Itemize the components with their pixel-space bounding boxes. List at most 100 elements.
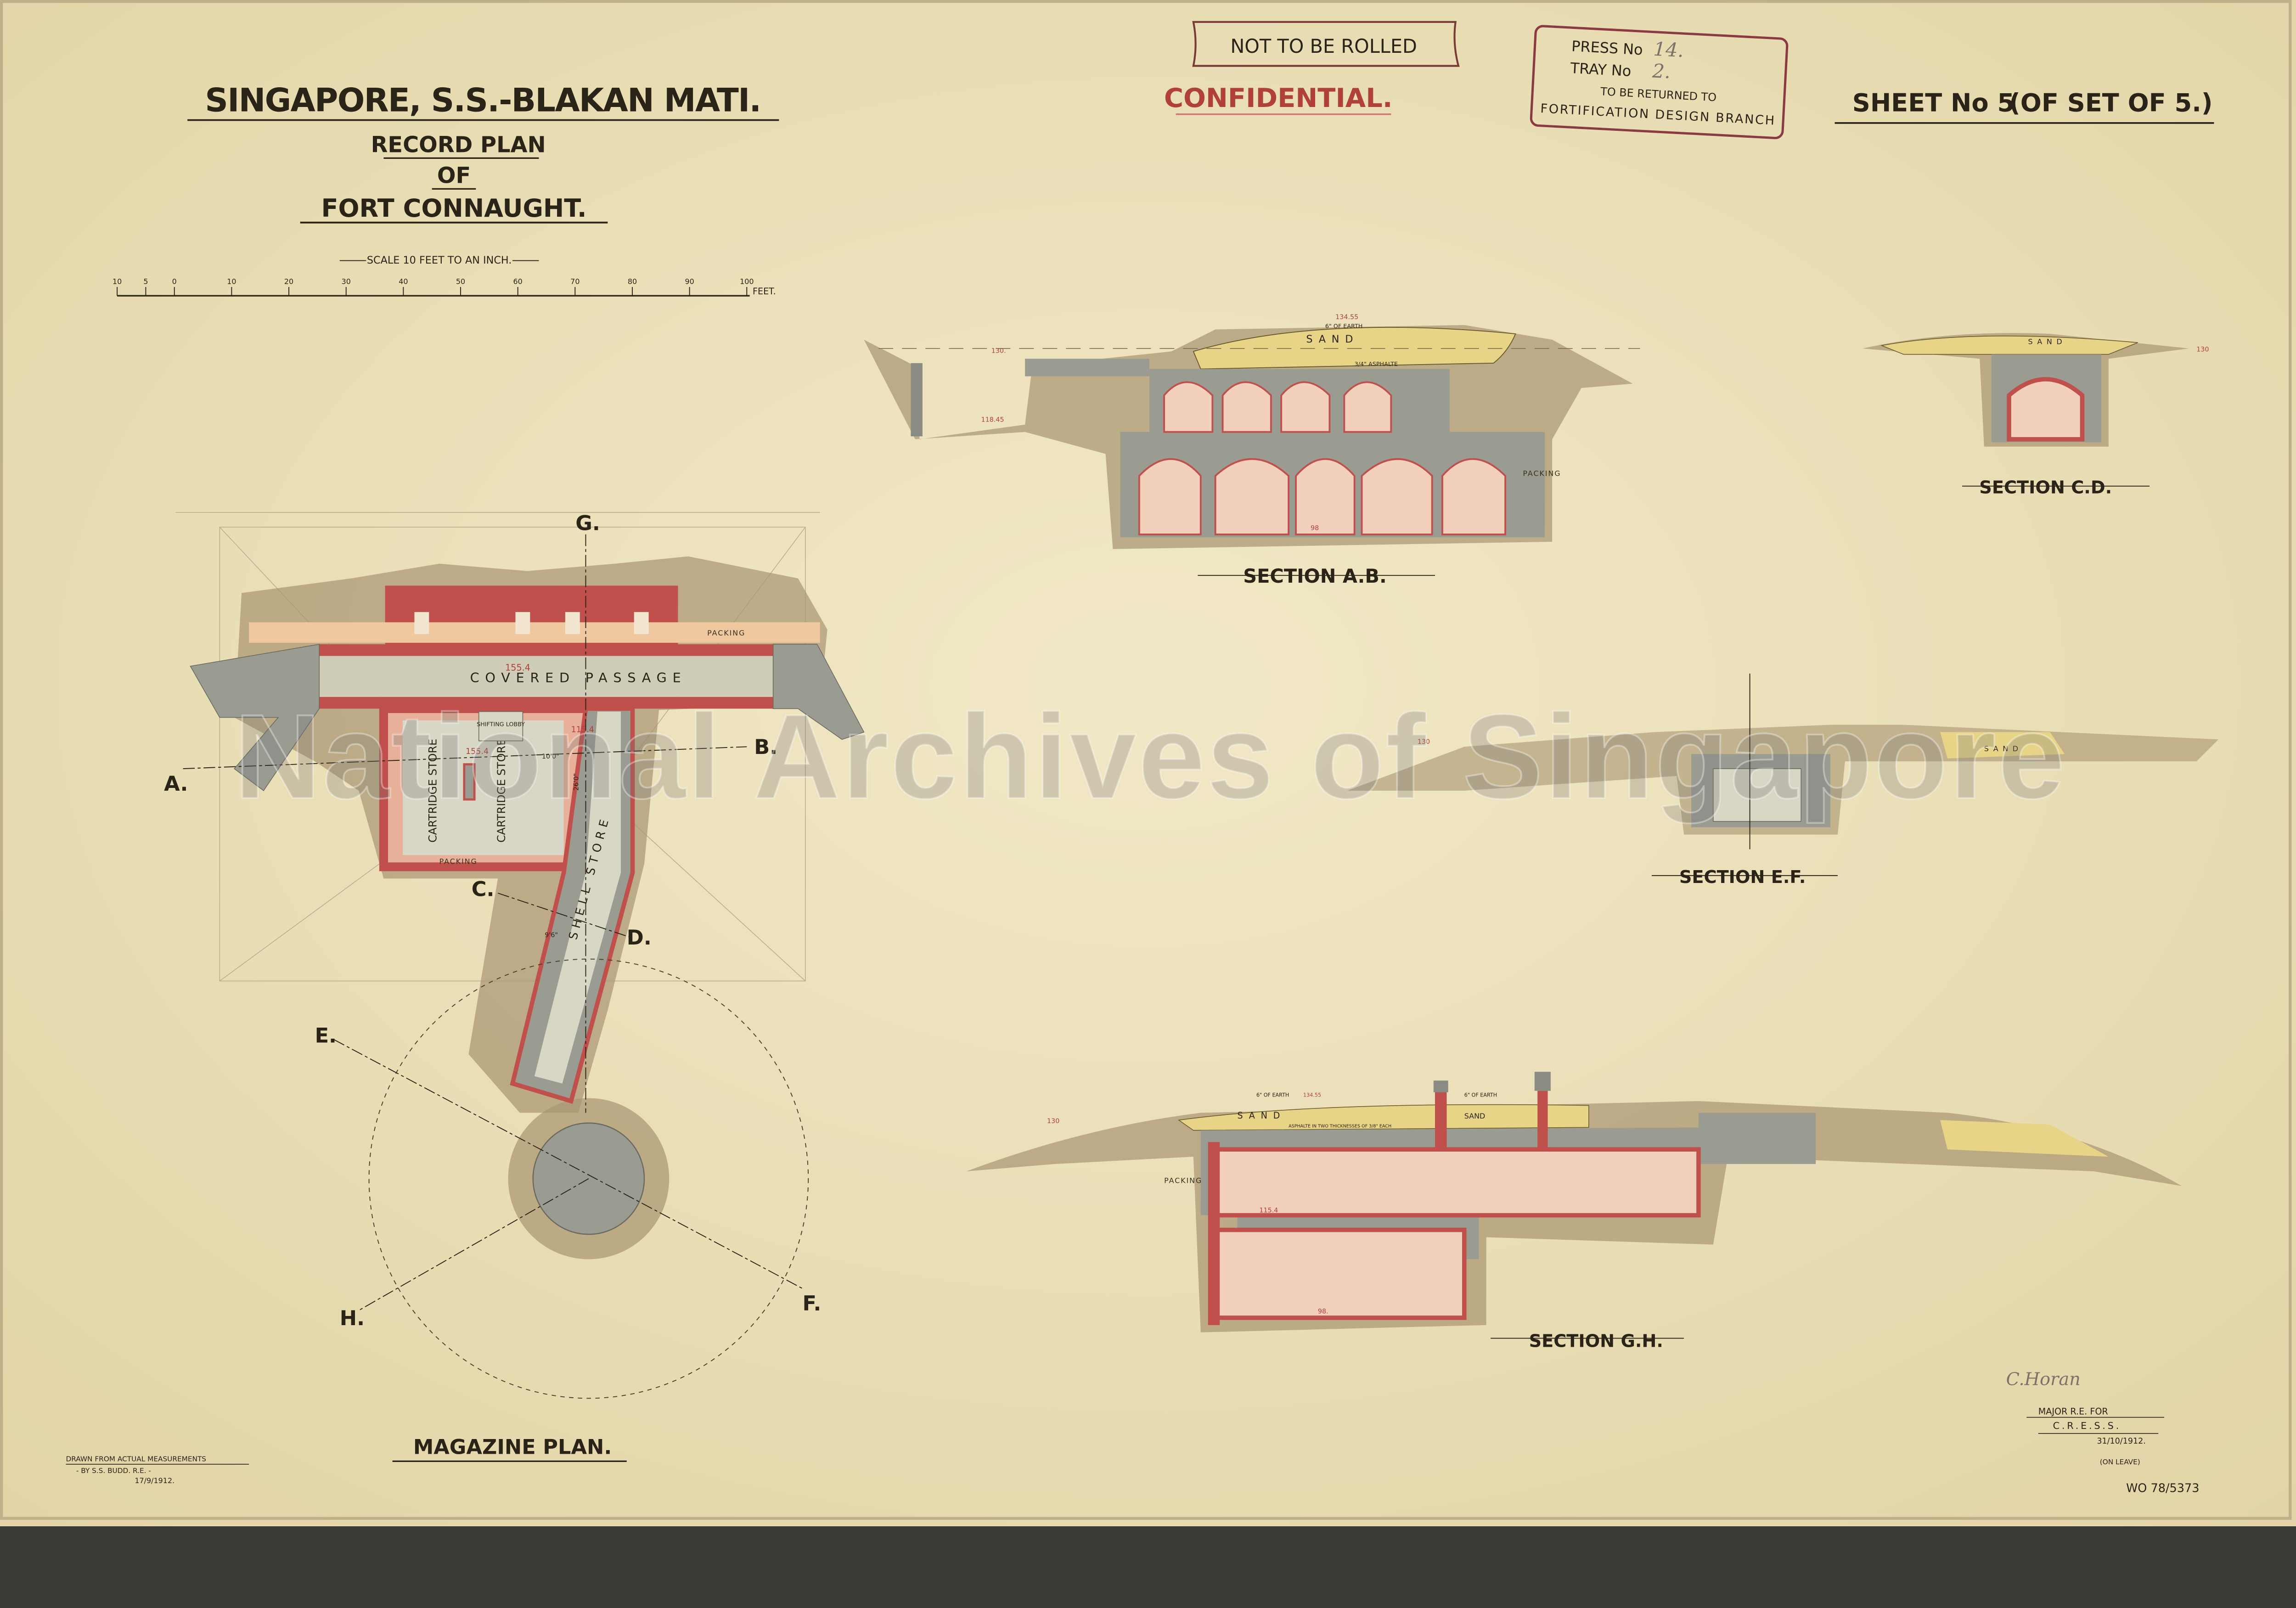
gh-packing-label: PACKING (1164, 1176, 1202, 1185)
left-wing-wall (190, 644, 320, 792)
section-mark-d: D. (627, 926, 652, 950)
scale-tick-label: 80 (628, 277, 637, 286)
scale-tick-label: 90 (685, 277, 694, 286)
level-155-4-a: 155.4 (505, 662, 530, 673)
title-fort-connaught: FORT CONNAUGHT. (321, 194, 586, 223)
sheet-label: SHEET No 5 (1852, 88, 2015, 117)
gh-level-top: 134.55 (1303, 1092, 1321, 1098)
circular-pit (532, 1122, 645, 1235)
sheet-set: (OF SET OF 5.) (2009, 88, 2213, 117)
drawn-by-date: 17/9/1912. (135, 1476, 174, 1485)
ab-earth-label: 6" OF EARTH (1325, 323, 1363, 330)
archive-reference: WO 78/5373 (2126, 1481, 2199, 1495)
gh-level-mid: 115.4 (1259, 1207, 1278, 1214)
section-gh: SAND SAND ASPHALTE IN TWO THICKNESSES OF… (966, 1072, 2182, 1352)
dim-9-6: 9'6" (545, 932, 558, 939)
title-block: SINGAPORE, S.S.-BLAKAN MATI. RECORD PLAN… (187, 81, 779, 224)
shifting-lobby-label: SHIFTING LOBBY (477, 721, 525, 728)
gh-datum: 130 (1047, 1118, 1059, 1125)
scale-tick-label: 100 (740, 277, 754, 286)
ab-datum: 130. (991, 347, 1006, 354)
packing-label-1: PACKING (707, 629, 745, 637)
signature-date: 31/10/1912. (2097, 1437, 2146, 1446)
gh-earth-1: 6" OF EARTH (1256, 1092, 1289, 1098)
scale-tick-label: 5 (143, 277, 148, 286)
scale-tick-label: 60 (513, 277, 523, 286)
signature: C.Horan (2006, 1369, 2081, 1390)
scale-label: SCALE 10 FEET TO AN INCH. (367, 254, 512, 266)
ef-datum: 130 (1418, 738, 1430, 746)
scale-tick-label: 10 (113, 277, 122, 286)
gh-sand-2: SAND (1464, 1112, 1486, 1120)
section-mark-g: G. (575, 511, 600, 535)
signature-office: C.R.E.S.S. (2053, 1420, 2121, 1431)
section-gh-title: SECTION G.H. (1529, 1331, 1663, 1352)
watermark: National Archives of Singapore (234, 690, 2065, 824)
traverse-arc (368, 958, 809, 1399)
press-label: PRESS No (1571, 37, 1643, 58)
gh-sand-1: SAND (1238, 1110, 1286, 1121)
section-ab-title: SECTION A.B. (1243, 565, 1386, 587)
gh-earth-2: 6" OF EARTH (1464, 1092, 1497, 1098)
confidential-stamp: CONFIDENTIAL. (1164, 83, 1393, 115)
section-mark-a: A. (164, 772, 188, 796)
scale-tick-label: 10 (227, 277, 236, 286)
signature-role: MAJOR R.E. FOR (2038, 1406, 2108, 1417)
signature-block: C.Horan MAJOR R.E. FOR C.R.E.S.S. 31/10/… (2006, 1369, 2200, 1496)
section-mark-b: B. (754, 735, 777, 759)
confidential-text: CONFIDENTIAL. (1164, 83, 1393, 113)
tray-label: TRAY No (1570, 59, 1632, 80)
ab-level-floor: 98 (1311, 524, 1319, 532)
gh-level-floor: 98. (1318, 1308, 1328, 1315)
packing-label-2: PACKING (439, 857, 478, 866)
drawn-by-line2: - BY S.S. BUDD. R.E. - (76, 1467, 151, 1475)
ab-packing-label: PACKING (1523, 469, 1561, 478)
gh-lower-chamber (1213, 1227, 1467, 1320)
plan-canvas: SINGAPORE, S.S.-BLAKAN MATI. RECORD PLAN… (0, 0, 2296, 1526)
dim-26-0: 26'0" (573, 773, 580, 791)
gh-sand-layer (1177, 1104, 1589, 1131)
magazine-plan-title: MAGAZINE PLAN. (413, 1435, 612, 1459)
section-mark-f: F. (802, 1292, 821, 1316)
gh-upper-passage (1213, 1147, 1701, 1218)
magazine-plan: PACKING COVERED PASSAGE 155.4 CARTRIDGE … (164, 511, 865, 1462)
scale-unit: FEET. (753, 286, 776, 297)
drawn-by-note: DRAWN FROM ACTUAL MEASUREMENTS - BY S.S.… (66, 1455, 249, 1485)
section-cd: SAND 130 SECTION C.D. (1863, 333, 2209, 498)
title-main: SINGAPORE, S.S.-BLAKAN MATI. (205, 81, 761, 119)
right-wing-wall (772, 644, 865, 740)
scale-tick-label: 0 (172, 277, 177, 286)
ab-sand-label: SAND (1306, 333, 1359, 345)
scale-tick-label: 50 (456, 277, 465, 286)
drawn-by-line1: DRAWN FROM ACTUAL MEASUREMENTS (66, 1455, 206, 1463)
section-mark-c: C. (472, 877, 495, 901)
section-cd-title: SECTION C.D. (1979, 478, 2112, 498)
section-ef-title: SECTION E.F. (1679, 867, 1806, 888)
not-to-be-rolled-stamp: NOT TO BE ROLLED (1192, 21, 1460, 67)
ab-level-left: 118.45 (981, 416, 1004, 423)
not-rolled-text: NOT TO BE ROLLED (1230, 35, 1417, 57)
scale-tick-label: 70 (570, 277, 580, 286)
ab-level-top: 134.55 (1335, 314, 1358, 321)
title-of: OF (437, 163, 471, 189)
press-value: 14. (1653, 38, 1684, 62)
drawing-sheet: SINGAPORE, S.S.-BLAKAN MATI. RECORD PLAN… (0, 0, 2296, 1526)
tray-value: 2. (1651, 60, 1671, 83)
ef-sand-label: SAND (1984, 744, 2023, 753)
covered-passage-label: COVERED PASSAGE (470, 670, 687, 686)
section-ef: SAND 130 SECTION E.F. (1347, 673, 2218, 888)
scale-tick-label: 20 (284, 277, 293, 286)
cd-sand-label: SAND (2028, 337, 2066, 346)
scale-tick-label: 30 (342, 277, 351, 286)
level-115-4: 115.4 (571, 725, 594, 734)
title-record-plan: RECORD PLAN (371, 133, 546, 158)
ab-asphalte-label: 3/4" ASPHALTE (1355, 361, 1398, 368)
covered-passage (319, 656, 773, 697)
sheet-number: SHEET No 5 (OF SET OF 5.) (1835, 88, 2214, 124)
section-mark-h: H. (340, 1306, 365, 1330)
scale-tick-label: 40 (399, 277, 408, 286)
section-ab: SAND 3/4" ASPHALTE 6" OF EARTH 134.55 13… (864, 314, 1640, 587)
gh-asphalte-label: ASPHALTE IN TWO THICKNESSES OF 3/8" EACH (1289, 1124, 1391, 1129)
cartridge-store-1-label: CARTRIDGE STORE (426, 739, 439, 843)
